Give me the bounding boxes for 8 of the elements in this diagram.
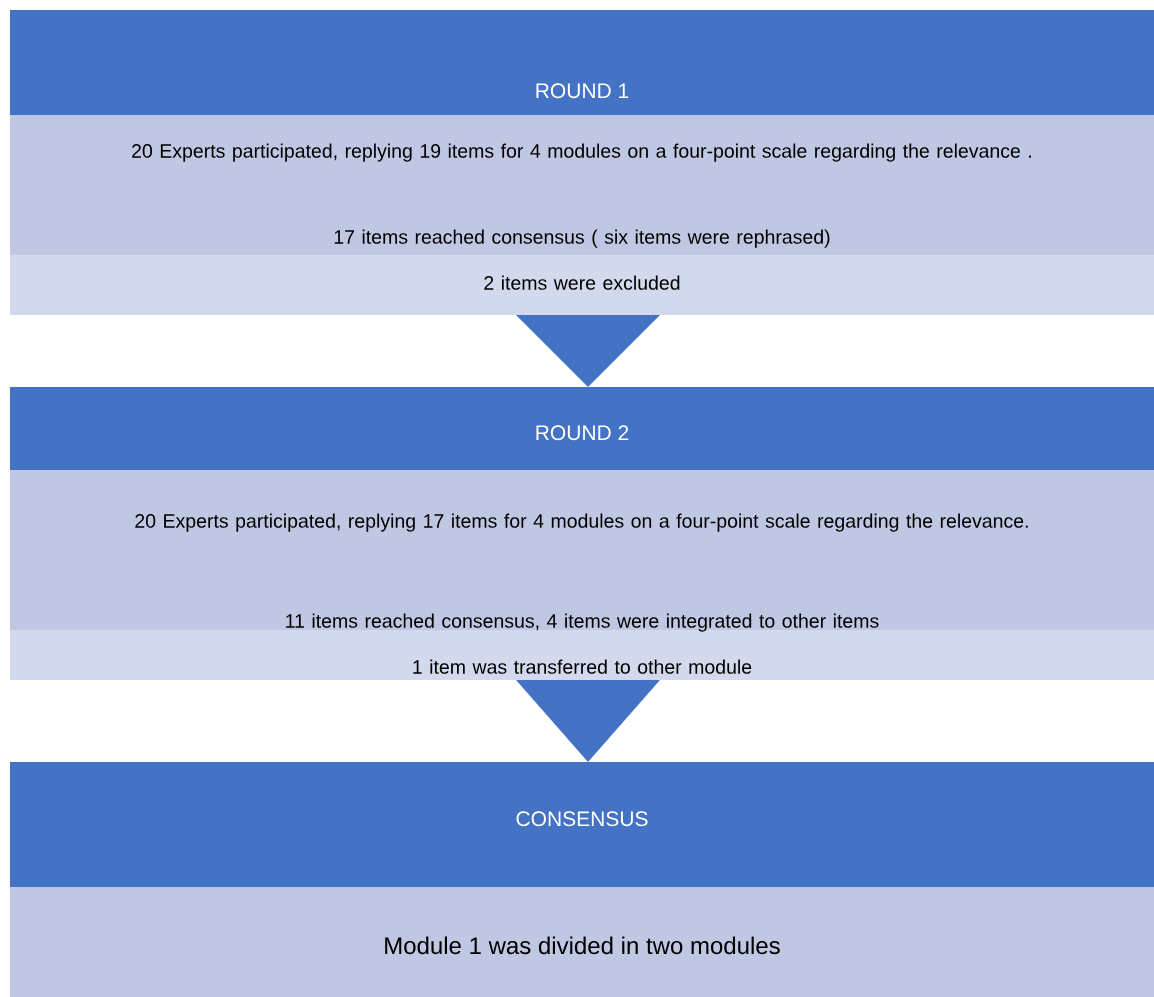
chevron-arrow <box>516 680 660 762</box>
text-panel: 20 Experts participated, replying 17 items for 4 modules on a four-point scale regarding the relevance. 11 items reached consensus, 4 items were integrated to other items 1 item was transferred to other module <box>10 470 1154 680</box>
text-panel: Module 1 was divided in two modules <box>10 887 1154 997</box>
header-band: ROUND 1 <box>10 10 1154 115</box>
text-panel: 20 Experts participated, replying 19 items for 4 modules on a four-point scale regarding the relevance . 17 items reached consensus ( six items were rephrased) 2 items were excluded <box>10 115 1154 315</box>
chevron-arrow <box>516 315 660 387</box>
node-label: 1 item was transferred to other module <box>413 659 752 674</box>
node-label: 2 items were excluded <box>484 275 680 290</box>
